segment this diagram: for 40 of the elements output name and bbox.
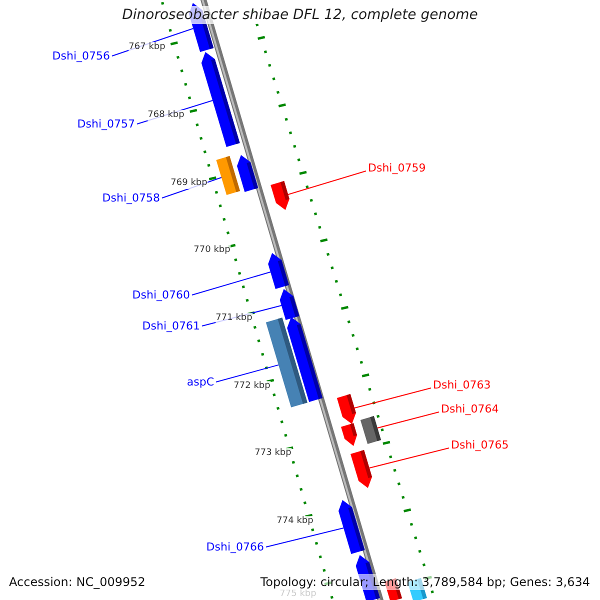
gene-label: Dshi_0759 bbox=[368, 162, 426, 174]
scale-label: 771 kbp bbox=[216, 313, 252, 324]
gene-label: Dshi_0763 bbox=[433, 378, 491, 392]
leader-line bbox=[288, 170, 366, 195]
leader-line bbox=[216, 364, 280, 382]
scale-label: 772 kbp bbox=[234, 381, 270, 392]
genome-stats-text: Topology: circular; Length: 3,789,584 bp; Genes: 3,634 bbox=[260, 575, 590, 589]
gene-label: Dshi_0765 bbox=[451, 438, 509, 452]
gene-feature bbox=[287, 317, 322, 402]
leader-line bbox=[354, 388, 432, 408]
gene-label: Dshi_0758 bbox=[102, 192, 160, 204]
scale-label: 773 kbp bbox=[254, 448, 292, 459]
gene-block bbox=[216, 156, 240, 195]
gene-feature bbox=[350, 450, 372, 488]
gene-feature bbox=[280, 289, 300, 320]
gene-label: Dshi_0757 bbox=[77, 118, 135, 130]
leader-line bbox=[192, 272, 271, 296]
scale-label: 774 kbp bbox=[276, 516, 314, 527]
leader-line bbox=[266, 528, 344, 548]
gene-label: Dshi_0766 bbox=[206, 540, 264, 554]
gene-label: aspC bbox=[186, 376, 214, 388]
gene-feature bbox=[201, 52, 240, 147]
gene-label: Dshi_0764 bbox=[441, 402, 499, 416]
scale-label: 767 kbp bbox=[128, 42, 166, 53]
gene-feature bbox=[270, 181, 290, 210]
leader-line bbox=[368, 448, 450, 468]
gene-feature bbox=[338, 500, 365, 554]
gene-feature bbox=[268, 253, 289, 289]
gene-feature bbox=[237, 155, 258, 192]
leader-line bbox=[376, 412, 440, 428]
gene-block bbox=[360, 416, 381, 444]
gene-feature bbox=[336, 394, 356, 424]
accession-text: Accession: NC_009952 bbox=[9, 575, 146, 590]
scale-label: 769 kbp bbox=[170, 178, 208, 189]
gene-label: Dshi_0761 bbox=[142, 320, 200, 332]
gene-label: Dshi_0756 bbox=[52, 50, 110, 62]
scale-label: 768 kbp bbox=[148, 110, 184, 121]
gene-label: Dshi_0760 bbox=[132, 288, 190, 302]
scale-label: 770 kbp bbox=[194, 245, 230, 256]
gene-feature bbox=[341, 423, 357, 446]
